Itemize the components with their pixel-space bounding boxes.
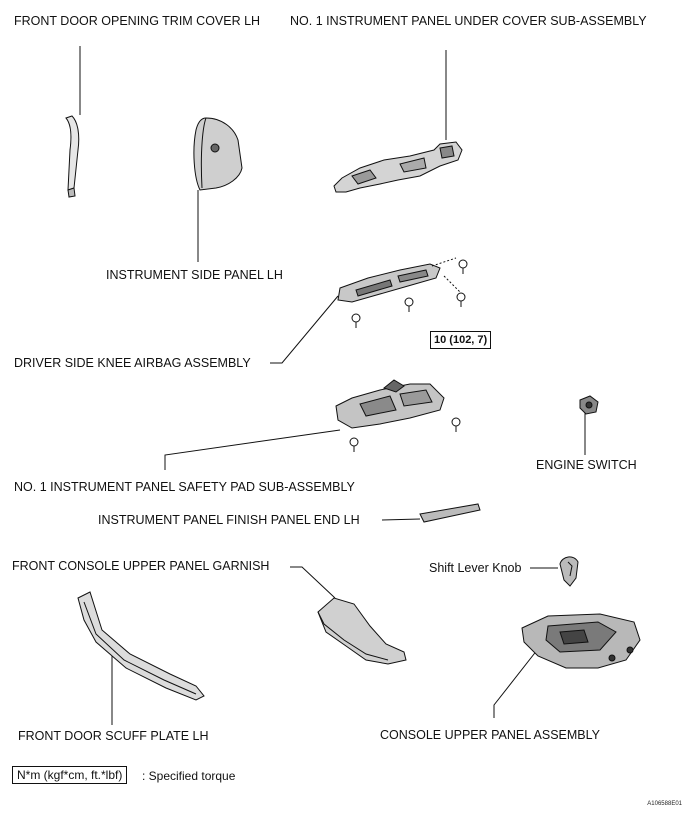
scuff-plate-part — [77, 591, 205, 701]
finish-panel-end-part — [419, 503, 481, 523]
leader-console-panel — [493, 639, 546, 718]
knee-airbag-part — [337, 257, 461, 303]
safety-pad-part — [335, 379, 445, 429]
label-engine-switch: ENGINE SWITCH — [536, 458, 637, 472]
console-panel-part — [521, 613, 641, 669]
figure-id: A106588E01 — [647, 801, 682, 807]
under-cover-part — [333, 141, 463, 193]
side-panel-part — [193, 117, 243, 191]
leader-safety-pad — [164, 429, 341, 470]
leader-garnish — [290, 566, 336, 599]
torque-spec-box: 10 (102, 7) — [430, 331, 492, 349]
trim-cover-part — [65, 115, 80, 198]
clip-icon — [210, 143, 220, 153]
shift-knob-part — [559, 556, 579, 587]
label-driver-side-knee-airbag: DRIVER SIDE KNEE AIRBAG ASSEMBLY — [14, 356, 251, 370]
engine-switch-part — [579, 395, 599, 415]
label-no1-instrument-panel-safety-pad: NO. 1 INSTRUMENT PANEL SAFETY PAD SUB-AS… — [14, 480, 355, 494]
pad-bolts — [349, 417, 461, 452]
leader-finish-panel — [381, 518, 421, 521]
label-console-upper-panel-assembly: CONSOLE UPPER PANEL ASSEMBLY — [380, 728, 600, 742]
garnish-part — [317, 597, 407, 665]
bolts — [351, 259, 468, 328]
label-front-console-upper-panel-garnish: FRONT CONSOLE UPPER PANEL GARNISH — [12, 559, 270, 573]
legend-description: : Specified torque — [142, 769, 236, 783]
label-front-door-scuff-plate: FRONT DOOR SCUFF PLATE LH — [18, 729, 209, 743]
label-no1-instrument-panel-under-cover: NO. 1 INSTRUMENT PANEL UNDER COVER SUB-A… — [290, 14, 647, 28]
label-front-door-opening-trim-cover: FRONT DOOR OPENING TRIM COVER LH — [14, 14, 261, 28]
label-instrument-side-panel: INSTRUMENT SIDE PANEL LH — [106, 268, 283, 282]
label-instrument-panel-finish-panel-end: INSTRUMENT PANEL FINISH PANEL END LH — [98, 513, 360, 527]
leader-knee-airbag — [270, 295, 339, 364]
label-shift-lever-knob: Shift Lever Knob — [429, 561, 522, 575]
legend-unit-box: N*m (kgf*cm, ft.*lbf) — [12, 766, 128, 784]
